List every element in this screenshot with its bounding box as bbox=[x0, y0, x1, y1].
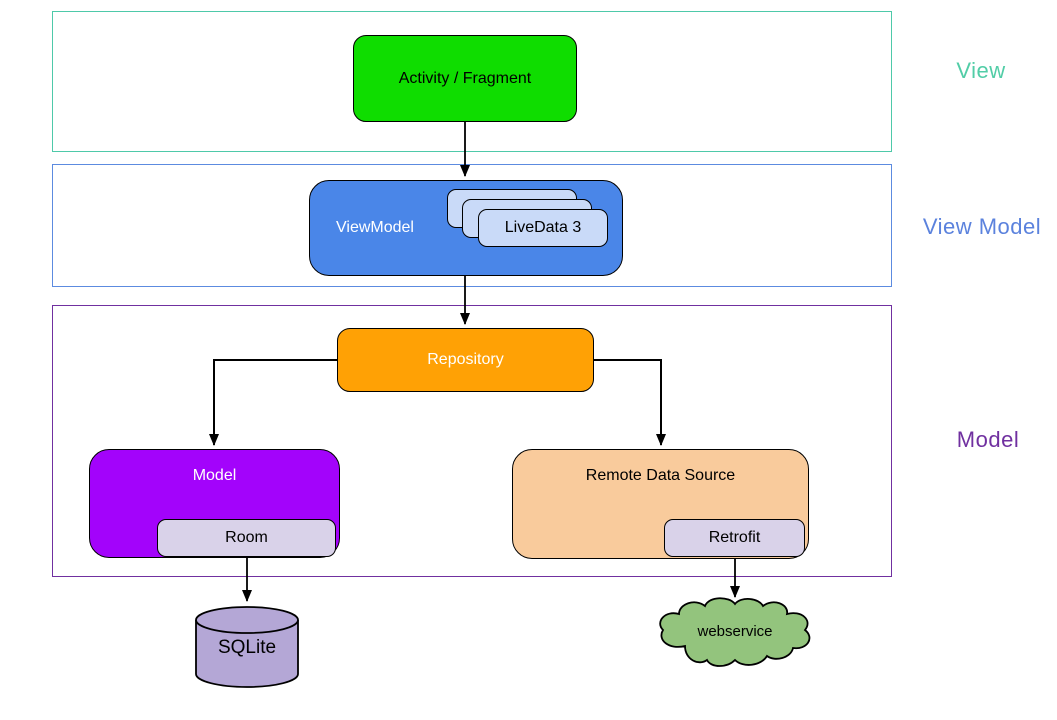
model-node-label: Model bbox=[192, 467, 237, 484]
activity-fragment-node: Activity / Fragment bbox=[353, 35, 577, 122]
room-node: Room bbox=[157, 519, 336, 557]
sqlite-cylinder bbox=[195, 606, 299, 688]
view-model-section-label: View Model bbox=[922, 214, 1042, 239]
view-section-frame bbox=[52, 11, 892, 152]
activity-fragment-label: Activity / Fragment bbox=[398, 69, 532, 87]
view-section-label: View bbox=[956, 58, 1006, 83]
remote-data-source-label: Remote Data Source bbox=[585, 467, 736, 484]
retrofit-node: Retrofit bbox=[664, 519, 805, 557]
repository-node: Repository bbox=[337, 328, 594, 392]
model-section-label: Model bbox=[956, 427, 1020, 452]
viewmodel-label: ViewModel bbox=[336, 219, 414, 236]
webservice-label: webservice bbox=[697, 623, 773, 640]
edge-repository-to-remote bbox=[594, 359, 666, 446]
livedata-label: LiveData 3 bbox=[504, 219, 582, 236]
webservice-cloud bbox=[659, 597, 811, 667]
sqlite-label: SQLite bbox=[217, 637, 277, 658]
livedata-card-front: LiveData 3 bbox=[478, 209, 608, 247]
room-label: Room bbox=[225, 529, 268, 546]
retrofit-label: Retrofit bbox=[708, 529, 761, 546]
view-model-section-frame bbox=[52, 164, 892, 287]
model-section-frame bbox=[52, 305, 892, 577]
edge-repository-to-model bbox=[209, 359, 337, 446]
repository-label: Repository bbox=[427, 351, 504, 368]
